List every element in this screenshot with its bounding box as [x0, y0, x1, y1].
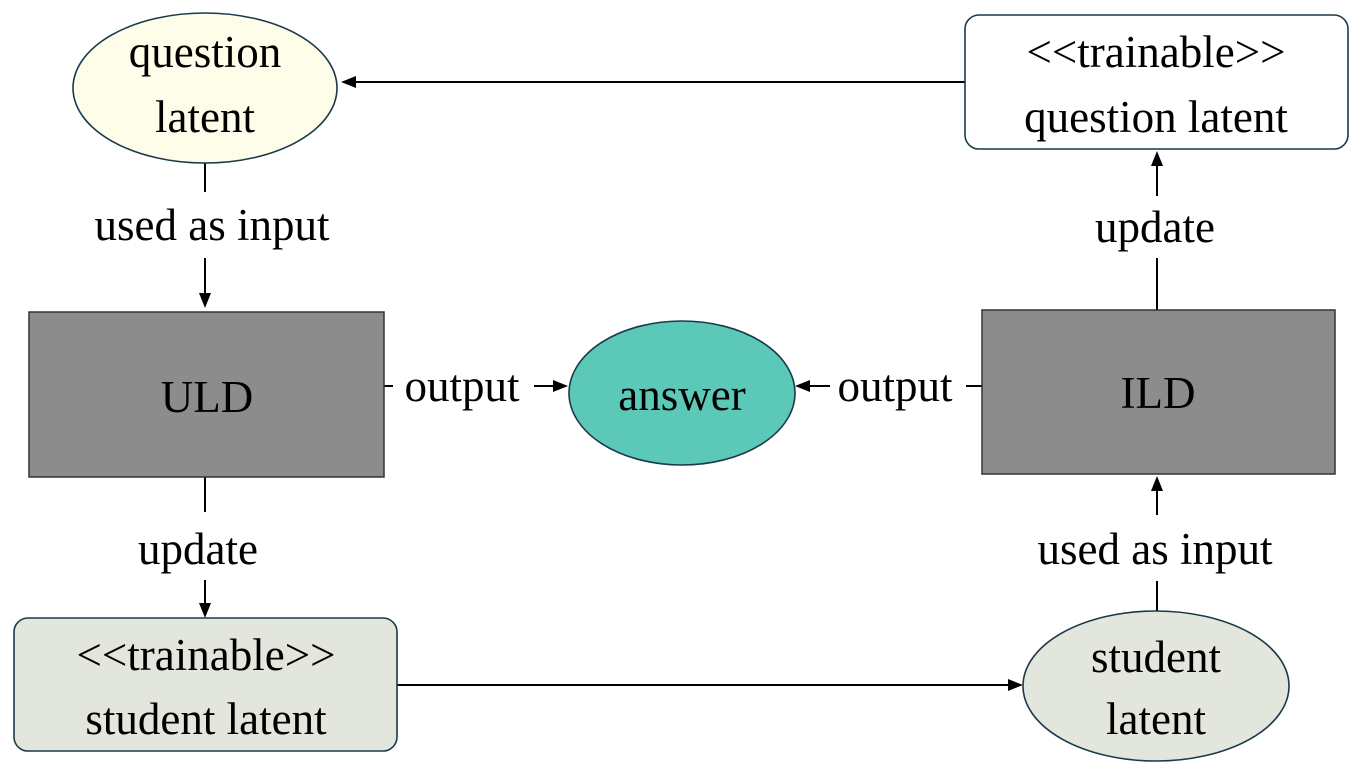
- edge-uld-to-answer: output: [384, 361, 568, 411]
- node-ild: ILD: [981, 309, 1336, 475]
- edge-label-used-as-input-left: used as input: [95, 200, 330, 250]
- edge-trainable-question-to-question-latent: [341, 76, 965, 88]
- ild-label: ILD: [1121, 368, 1196, 418]
- node-student-latent: student latent: [1022, 610, 1290, 762]
- node-answer: answer: [568, 320, 796, 466]
- student-latent-line1: student: [1091, 632, 1221, 682]
- edge-label-update-left: update: [138, 524, 258, 574]
- edge-label-update-right: update: [1095, 202, 1215, 252]
- node-trainable-student-latent: <<trainable>> student latent: [13, 617, 398, 752]
- trainable-question-stereotype: <<trainable>>: [1027, 27, 1286, 77]
- question-latent-line2: latent: [155, 92, 255, 142]
- edge-label-output-left: output: [404, 361, 520, 411]
- edge-ild-to-answer: output: [795, 361, 982, 411]
- node-uld: ULD: [28, 311, 385, 478]
- edge-ild-to-trainable-question: update: [1095, 151, 1215, 310]
- edge-student-latent-to-ild: used as input: [1038, 476, 1273, 611]
- trainable-student-label: student latent: [85, 694, 327, 744]
- question-latent-line1: question: [129, 27, 282, 77]
- trainable-question-label: question latent: [1024, 92, 1288, 142]
- student-latent-line2: latent: [1106, 694, 1206, 744]
- edge-question-latent-to-uld: used as input: [95, 162, 330, 308]
- edge-label-output-right: output: [837, 361, 953, 411]
- uld-label: ULD: [161, 372, 253, 422]
- edge-label-used-as-input-right: used as input: [1038, 524, 1273, 574]
- answer-label: answer: [618, 370, 745, 420]
- trainable-student-stereotype: <<trainable>>: [77, 630, 336, 680]
- edge-trainable-student-to-student-latent: [397, 679, 1023, 691]
- node-question-latent: question latent: [72, 12, 338, 164]
- node-trainable-question-latent: <<trainable>> question latent: [964, 14, 1349, 150]
- edge-uld-to-trainable-student: update: [138, 477, 258, 618]
